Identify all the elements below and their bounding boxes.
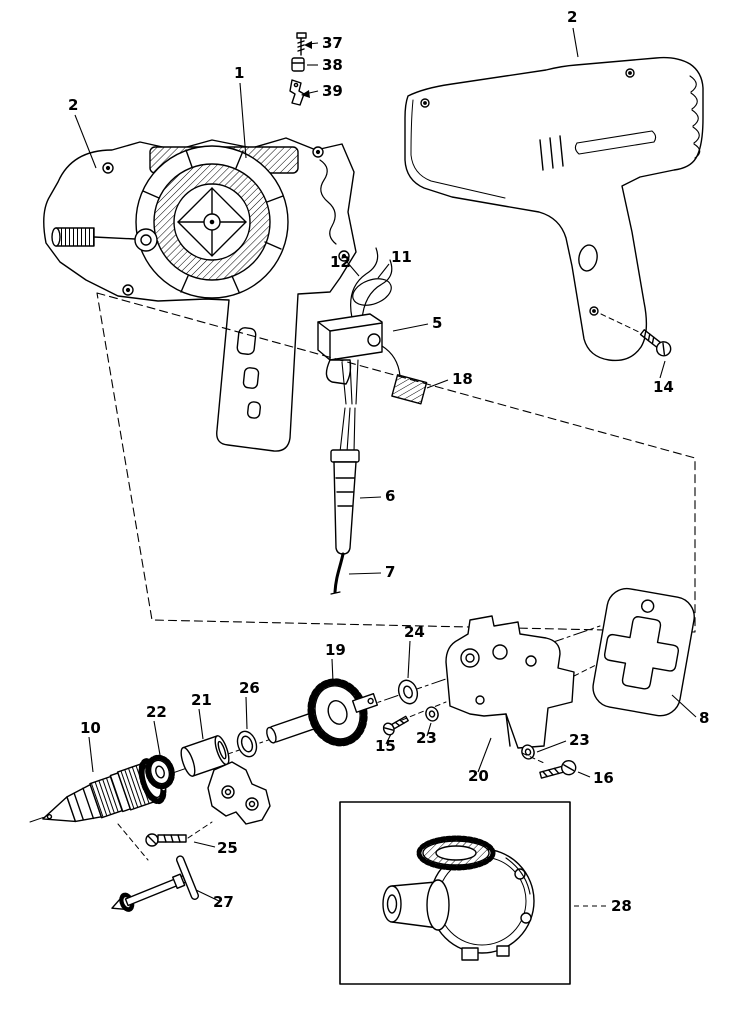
svg-text:8: 8 bbox=[699, 709, 709, 727]
callout-39: 39 bbox=[301, 82, 343, 100]
inset-box-28 bbox=[339, 801, 571, 985]
screw-37 bbox=[296, 32, 307, 56]
screw-16 bbox=[539, 759, 577, 779]
cord-protector-6 bbox=[330, 407, 360, 555]
callout-2-left: 2 bbox=[68, 96, 97, 169]
callout-19: 19 bbox=[325, 641, 346, 683]
block-38 bbox=[291, 57, 305, 72]
svg-text:14: 14 bbox=[653, 378, 674, 396]
svg-text:28: 28 bbox=[611, 897, 632, 915]
callout-37: 37 bbox=[304, 34, 343, 52]
svg-text:24: 24 bbox=[404, 623, 425, 641]
svg-text:23: 23 bbox=[416, 729, 437, 747]
callout-27: 27 bbox=[195, 889, 234, 911]
washer-23a bbox=[425, 706, 439, 722]
screw-25 bbox=[145, 821, 213, 847]
callout-25: 25 bbox=[193, 839, 238, 857]
motor-armature bbox=[51, 145, 337, 299]
svg-text:20: 20 bbox=[468, 767, 489, 785]
callout-15: 15 bbox=[375, 733, 396, 755]
svg-text:25: 25 bbox=[217, 839, 238, 857]
callout-23b: 23 bbox=[536, 731, 590, 753]
callouts: 37 38 39 1 2 2 12 11 bbox=[68, 8, 709, 915]
svg-text:27: 27 bbox=[213, 893, 234, 911]
sleeve-21 bbox=[180, 735, 230, 777]
mount-bracket bbox=[207, 761, 271, 825]
callout-5: 5 bbox=[392, 314, 442, 332]
svg-text:2: 2 bbox=[567, 8, 577, 26]
section-panel bbox=[96, 292, 696, 633]
svg-text:7: 7 bbox=[385, 563, 395, 581]
svg-text:18: 18 bbox=[452, 370, 473, 388]
callout-11: 11 bbox=[377, 248, 412, 279]
svg-text:16: 16 bbox=[593, 769, 614, 787]
svg-text:37: 37 bbox=[322, 34, 343, 52]
svg-text:15: 15 bbox=[375, 737, 396, 755]
svg-text:21: 21 bbox=[191, 691, 212, 709]
svg-text:1: 1 bbox=[234, 64, 244, 82]
gear-housing-20 bbox=[445, 615, 599, 749]
switch-assembly bbox=[317, 247, 401, 405]
svg-text:6: 6 bbox=[385, 487, 395, 505]
svg-text:19: 19 bbox=[325, 641, 346, 659]
screw-14 bbox=[600, 313, 672, 357]
svg-text:12: 12 bbox=[330, 253, 351, 271]
bracket-39 bbox=[289, 79, 305, 106]
svg-text:39: 39 bbox=[322, 82, 343, 100]
callout-28: 28 bbox=[574, 897, 632, 915]
callout-7: 7 bbox=[348, 563, 395, 581]
callout-22: 22 bbox=[146, 703, 167, 756]
svg-text:2: 2 bbox=[68, 96, 78, 114]
callout-1: 1 bbox=[234, 64, 247, 159]
callout-24: 24 bbox=[404, 623, 425, 679]
connector-18 bbox=[391, 374, 428, 405]
svg-text:38: 38 bbox=[322, 56, 343, 74]
callout-20: 20 bbox=[468, 737, 492, 785]
spindle-gear-19 bbox=[266, 678, 379, 747]
right-housing-half bbox=[404, 56, 704, 362]
svg-text:11: 11 bbox=[391, 248, 412, 266]
washer-26 bbox=[236, 730, 258, 758]
svg-text:22: 22 bbox=[146, 703, 167, 721]
callout-8: 8 bbox=[671, 694, 709, 727]
chuck-key-27 bbox=[111, 823, 200, 912]
power-cord-7 bbox=[330, 552, 345, 595]
svg-text:26: 26 bbox=[239, 679, 260, 697]
washer-23b bbox=[521, 744, 545, 764]
callout-10: 10 bbox=[80, 719, 101, 773]
gasket-plate-8 bbox=[592, 587, 695, 717]
callout-6: 6 bbox=[359, 487, 395, 505]
bearing-22 bbox=[145, 754, 175, 790]
callout-2-right: 2 bbox=[567, 8, 579, 58]
callout-16: 16 bbox=[577, 769, 614, 787]
washer-24 bbox=[397, 679, 419, 705]
callout-26: 26 bbox=[239, 679, 260, 730]
screw-15 bbox=[382, 701, 447, 736]
callout-12: 12 bbox=[330, 253, 360, 277]
callout-38: 38 bbox=[307, 56, 343, 74]
svg-text:5: 5 bbox=[432, 314, 442, 332]
svg-text:23: 23 bbox=[569, 731, 590, 749]
callout-23a: 23 bbox=[416, 722, 437, 747]
svg-text:10: 10 bbox=[80, 719, 101, 737]
callout-18: 18 bbox=[426, 370, 473, 389]
callout-21: 21 bbox=[191, 691, 212, 740]
callout-14: 14 bbox=[653, 360, 674, 396]
